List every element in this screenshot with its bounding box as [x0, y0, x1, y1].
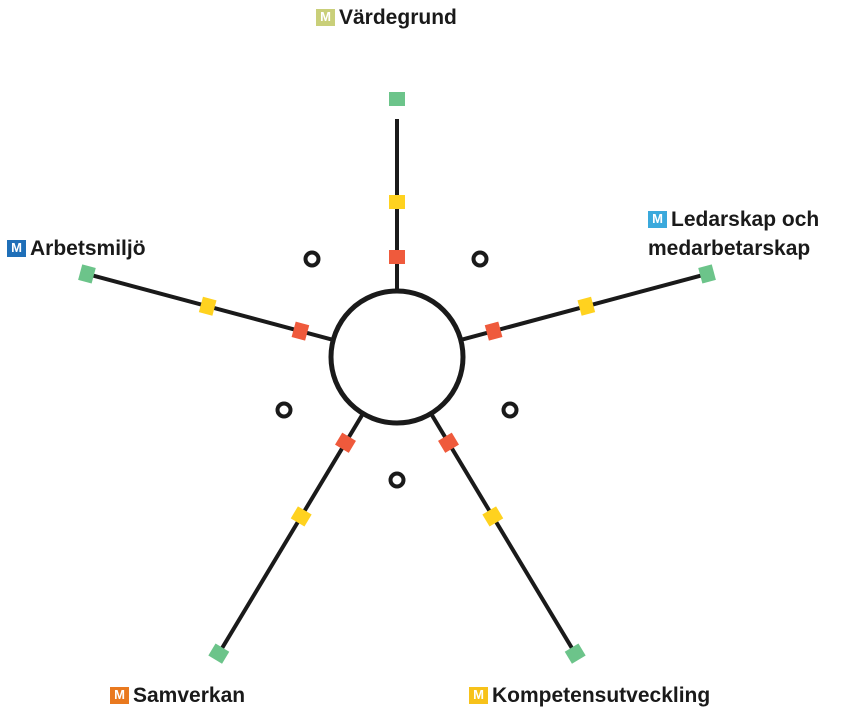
label-kompetensutveckling: M Kompetensutveckling: [469, 684, 710, 708]
label-arbetsmiljo-text: Arbetsmiljö: [30, 237, 146, 260]
marker-vardegrund-inner: [389, 250, 405, 264]
label-ledarskap-line-2: medarbetarskap: [648, 237, 811, 260]
label-kompetensutveckling-text: Kompetensutveckling: [492, 684, 711, 707]
marker-ledarskap-inner: [484, 321, 503, 341]
center-circle: [328, 288, 466, 426]
kompetensutveckling-logo-icon: M: [469, 687, 488, 704]
marker-kompetensutveckling-mid: [482, 506, 504, 527]
marker-ledarskap-outer: [698, 264, 716, 284]
marker-arbetsmiljo-mid: [198, 296, 217, 316]
marker-kompetensutveckling-inner: [438, 432, 459, 453]
marker-arbetsmiljo-inner: [291, 321, 310, 341]
marker-samverkan-outer: [208, 643, 230, 664]
small-ring-2: [471, 250, 489, 268]
label-arbetsmiljo: M Arbetsmiljö: [7, 237, 146, 261]
spoke-kompetensutveckling: [429, 412, 577, 655]
ledarskap-logo-icon: M: [648, 211, 667, 228]
label-samverkan: M Samverkan: [110, 684, 245, 708]
markers-group: [78, 92, 716, 664]
marker-samverkan-inner: [335, 432, 356, 453]
marker-vardegrund-mid: [389, 195, 405, 209]
label-samverkan-text: Samverkan: [133, 684, 246, 707]
label-vardegrund-text: Värdegrund: [339, 6, 457, 29]
vardegrund-logo-icon: M: [316, 9, 335, 26]
small-rings-group: [275, 250, 519, 489]
small-ring-4: [501, 401, 519, 419]
label-ledarskap: M Ledarskap och: [648, 208, 819, 232]
small-ring-5: [388, 471, 406, 489]
label-vardegrund: M Värdegrund: [316, 6, 457, 30]
arbetsmiljo-logo-icon: M: [7, 240, 26, 257]
label-ledarskap-line-1: Ledarskap och: [671, 208, 820, 231]
spoke-samverkan: [217, 412, 365, 655]
label-ledarskap-second: medarbetarskap: [648, 237, 810, 261]
small-ring-3: [275, 401, 293, 419]
marker-kompetensutveckling-outer: [564, 643, 586, 664]
marker-ledarskap-mid: [577, 296, 596, 316]
small-ring-1: [303, 250, 321, 268]
samverkan-logo-icon: M: [110, 687, 129, 704]
marker-arbetsmiljo-outer: [78, 264, 96, 284]
marker-vardegrund-outer: [389, 92, 405, 106]
marker-samverkan-mid: [290, 506, 312, 527]
